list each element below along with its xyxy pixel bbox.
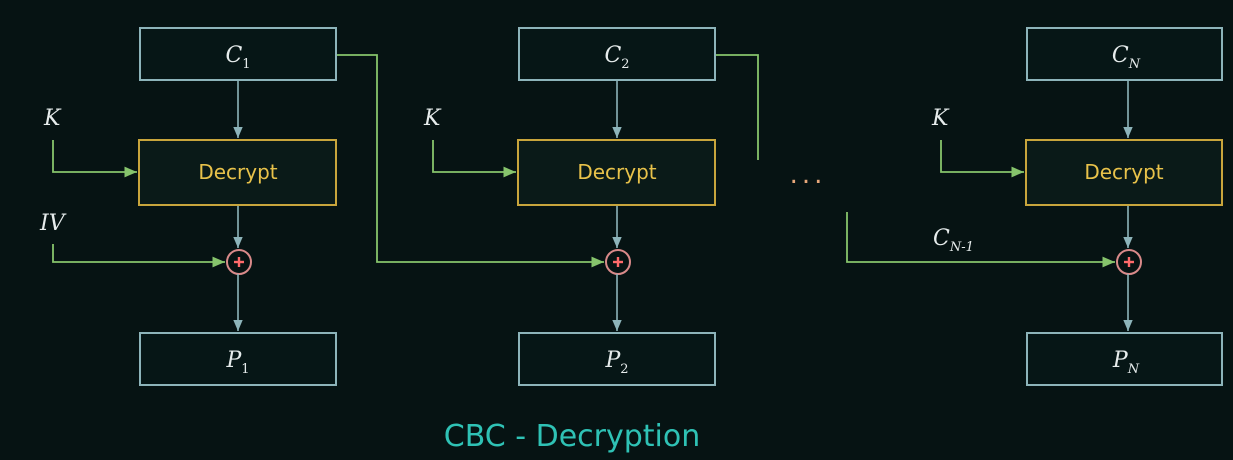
plaintext-label-2: P2 bbox=[604, 348, 628, 377]
ellipsis: ... bbox=[790, 160, 827, 190]
c-n-minus-1-chain-arrow bbox=[846, 212, 1115, 268]
block-1: C1 Decrypt P1 K IV bbox=[39, 27, 604, 386]
key-arrow-1 bbox=[52, 140, 137, 178]
iv-arrow bbox=[52, 244, 225, 268]
prev-cipher-label: CN-1 bbox=[933, 226, 974, 255]
iv-label: IV bbox=[39, 211, 67, 236]
plaintext-label-1: P1 bbox=[225, 348, 249, 377]
key-arrow-2 bbox=[432, 140, 516, 178]
key-label-2: K bbox=[423, 106, 442, 131]
block-n: CN Decrypt PN K CN-1 bbox=[846, 27, 1223, 386]
plaintext-box-1 bbox=[139, 332, 337, 386]
xor-icon-1 bbox=[226, 249, 252, 275]
block-2: C2 Decrypt P2 K bbox=[423, 27, 759, 386]
ciphertext-label-n: CN bbox=[1112, 43, 1141, 72]
ciphertext-box-2 bbox=[518, 27, 716, 81]
decrypt-label-1: Decrypt bbox=[198, 160, 277, 184]
key-label-1: K bbox=[43, 106, 62, 131]
key-label-n: K bbox=[931, 106, 950, 131]
plaintext-box-n bbox=[1026, 332, 1223, 386]
c1-chain-arrow bbox=[337, 54, 604, 268]
decrypt-label-2: Decrypt bbox=[577, 160, 656, 184]
decrypt-box-2 bbox=[517, 139, 716, 206]
ciphertext-label-2: C2 bbox=[604, 43, 629, 72]
xor-icon-2 bbox=[605, 249, 631, 275]
ciphertext-box-n bbox=[1026, 27, 1223, 81]
decrypt-box-n bbox=[1025, 139, 1223, 206]
c2-chain-line bbox=[716, 54, 759, 160]
plaintext-label-n: PN bbox=[1112, 348, 1140, 377]
ciphertext-label-1: C1 bbox=[225, 43, 250, 72]
plaintext-box-2 bbox=[518, 332, 716, 386]
decrypt-label-n: Decrypt bbox=[1084, 160, 1163, 184]
diagram-title: CBC - Decryption bbox=[444, 419, 701, 454]
ciphertext-box-1 bbox=[139, 27, 337, 81]
xor-icon-n bbox=[1116, 249, 1142, 275]
key-arrow-n bbox=[940, 140, 1024, 178]
decrypt-box-1 bbox=[138, 139, 337, 206]
